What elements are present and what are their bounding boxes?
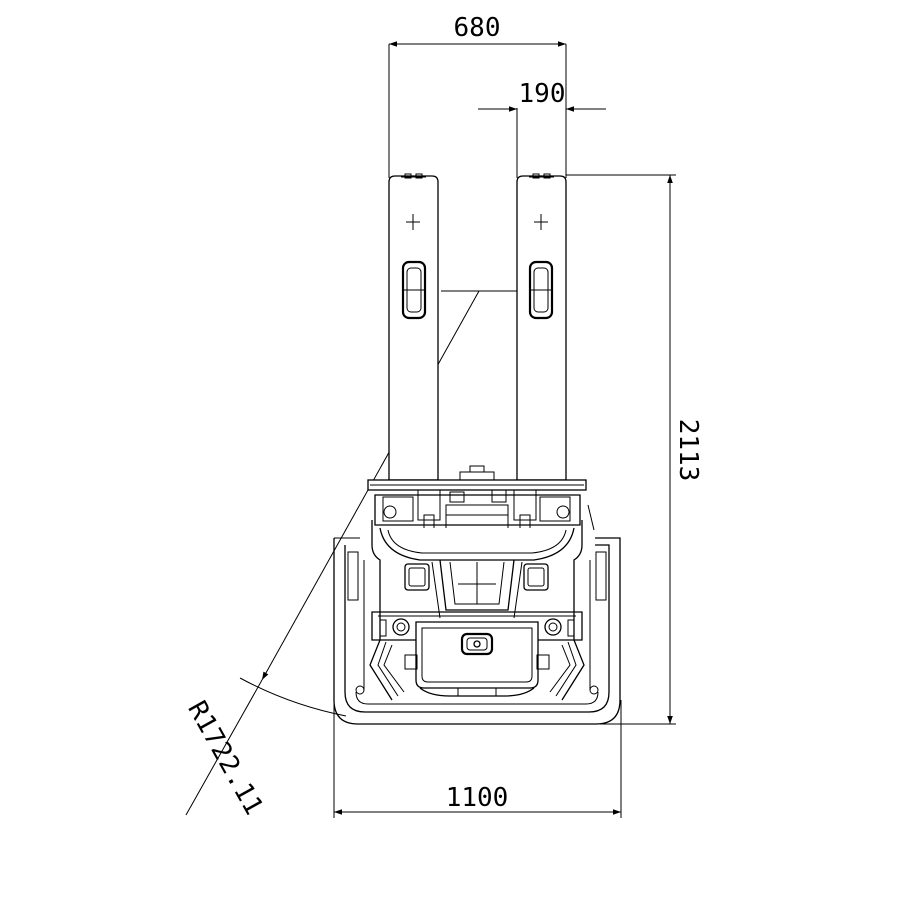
fork-slot-icon [528, 260, 554, 320]
fork-carriage [367, 465, 595, 546]
tiller-head-icon [460, 632, 494, 656]
fork-slot-icon [401, 260, 427, 320]
dimension-overall-width: 1100 [333, 700, 622, 818]
fork-spread-label: 680 [454, 13, 501, 43]
fork-center-mark-icon [534, 214, 548, 230]
turning-radius-label: R1722.11 [181, 696, 268, 820]
dimension-fork-width: 190 [478, 79, 606, 178]
fork-center-mark-icon [406, 214, 420, 230]
dimension-overall-length: 2113 [566, 174, 703, 725]
truck-body [333, 520, 621, 725]
left-fork [388, 173, 439, 481]
right-fork [516, 173, 567, 481]
overall-width-label: 1100 [446, 783, 509, 813]
fork-width-label: 190 [519, 79, 566, 109]
overall-length-label: 2113 [673, 419, 703, 482]
dimension-fork-spread: 680 [388, 13, 567, 178]
